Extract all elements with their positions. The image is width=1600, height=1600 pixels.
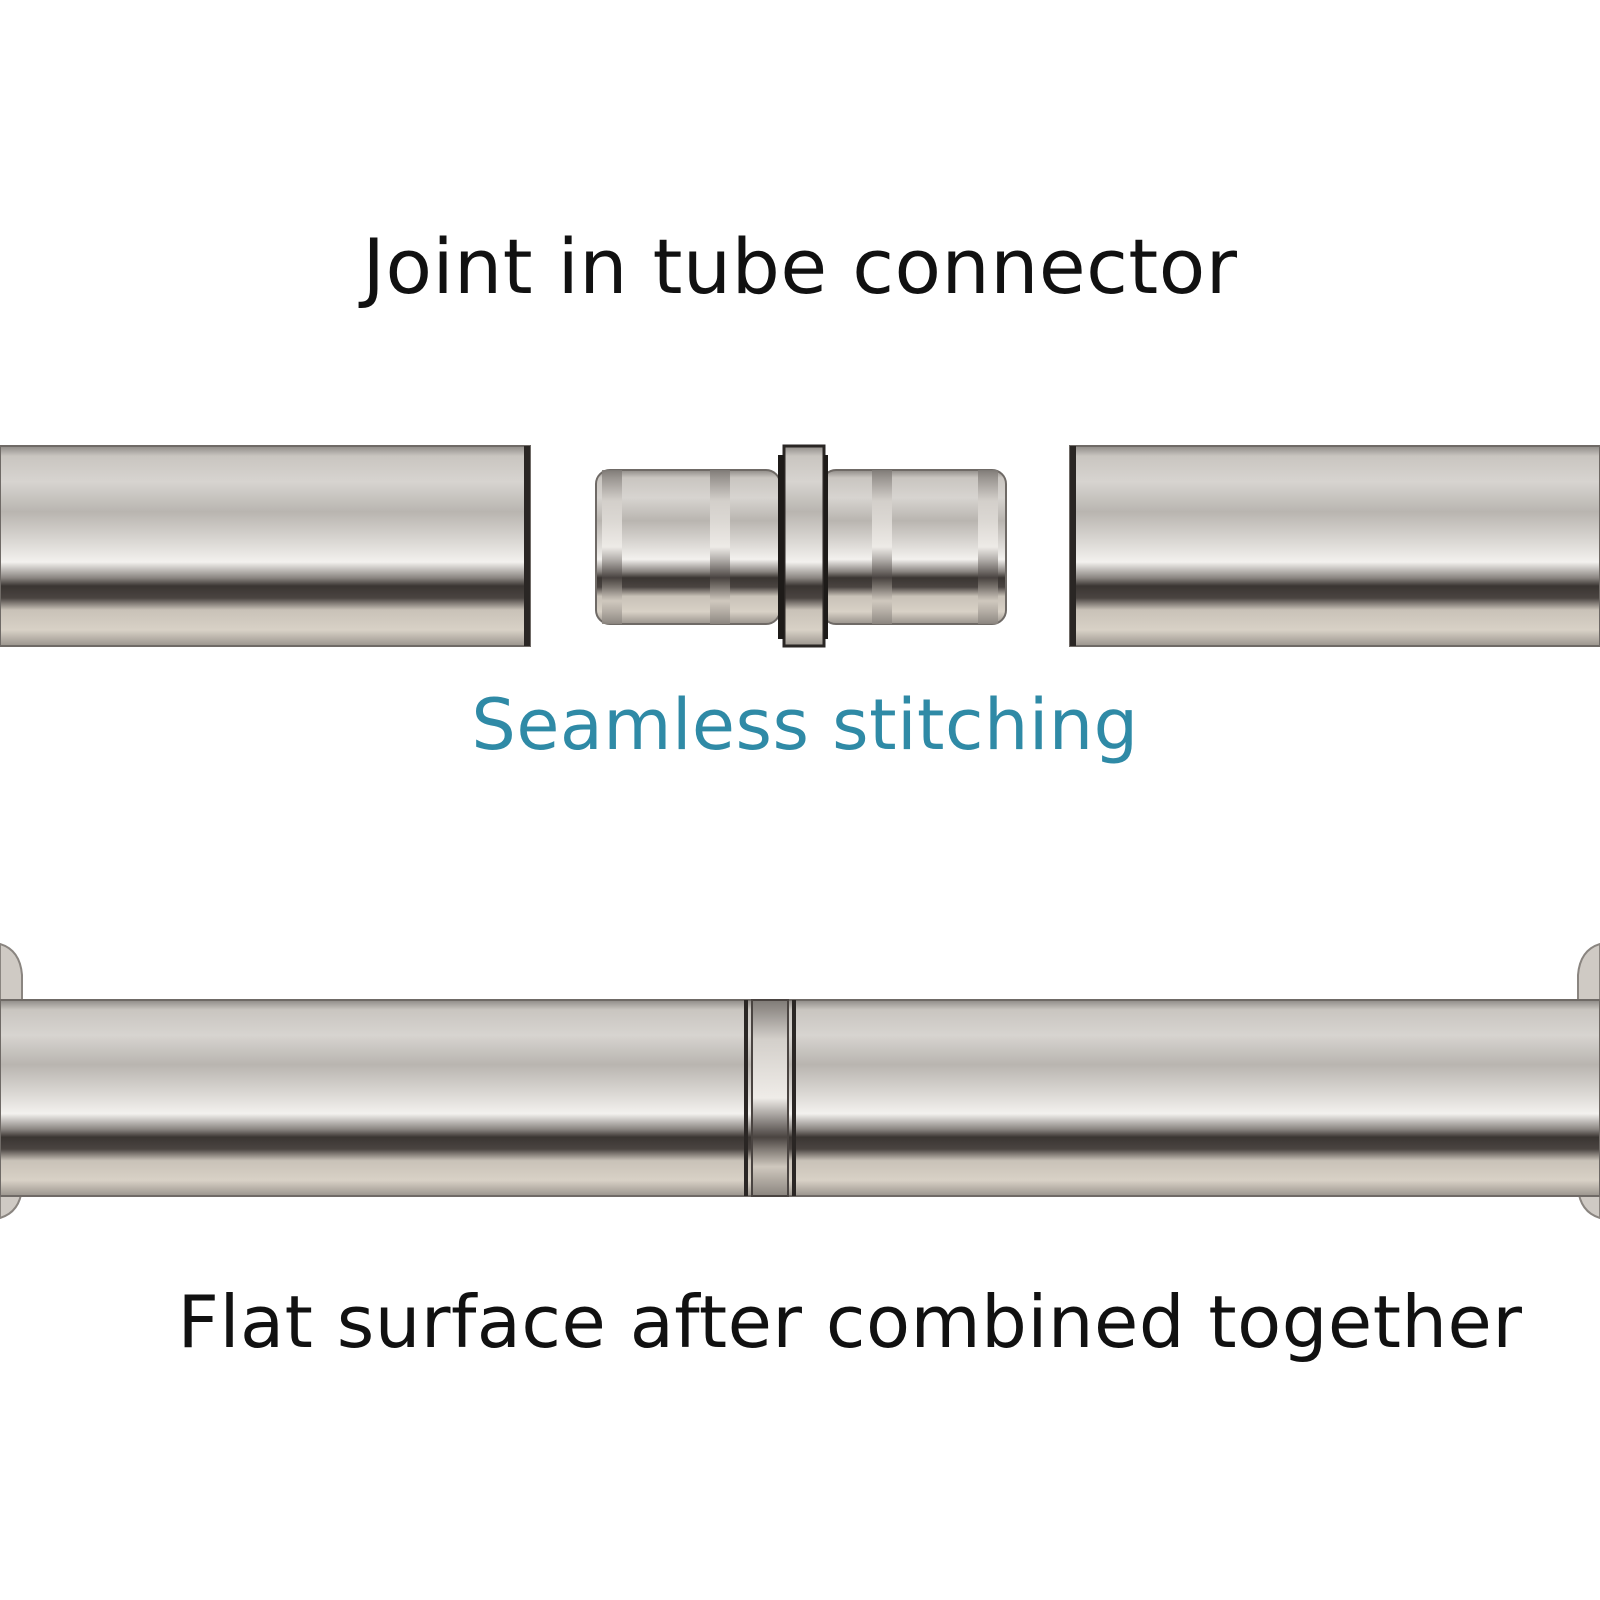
caption-seamless: Seamless stitching [471,684,1139,766]
tube-connector [595,444,1007,648]
assembled-rod [0,942,1600,1220]
left-tube [0,445,531,647]
caption-joint: Joint in tube connector [362,222,1238,311]
right-tube [1069,445,1600,647]
caption-flat-surface: Flat surface after combined together [177,1280,1523,1364]
